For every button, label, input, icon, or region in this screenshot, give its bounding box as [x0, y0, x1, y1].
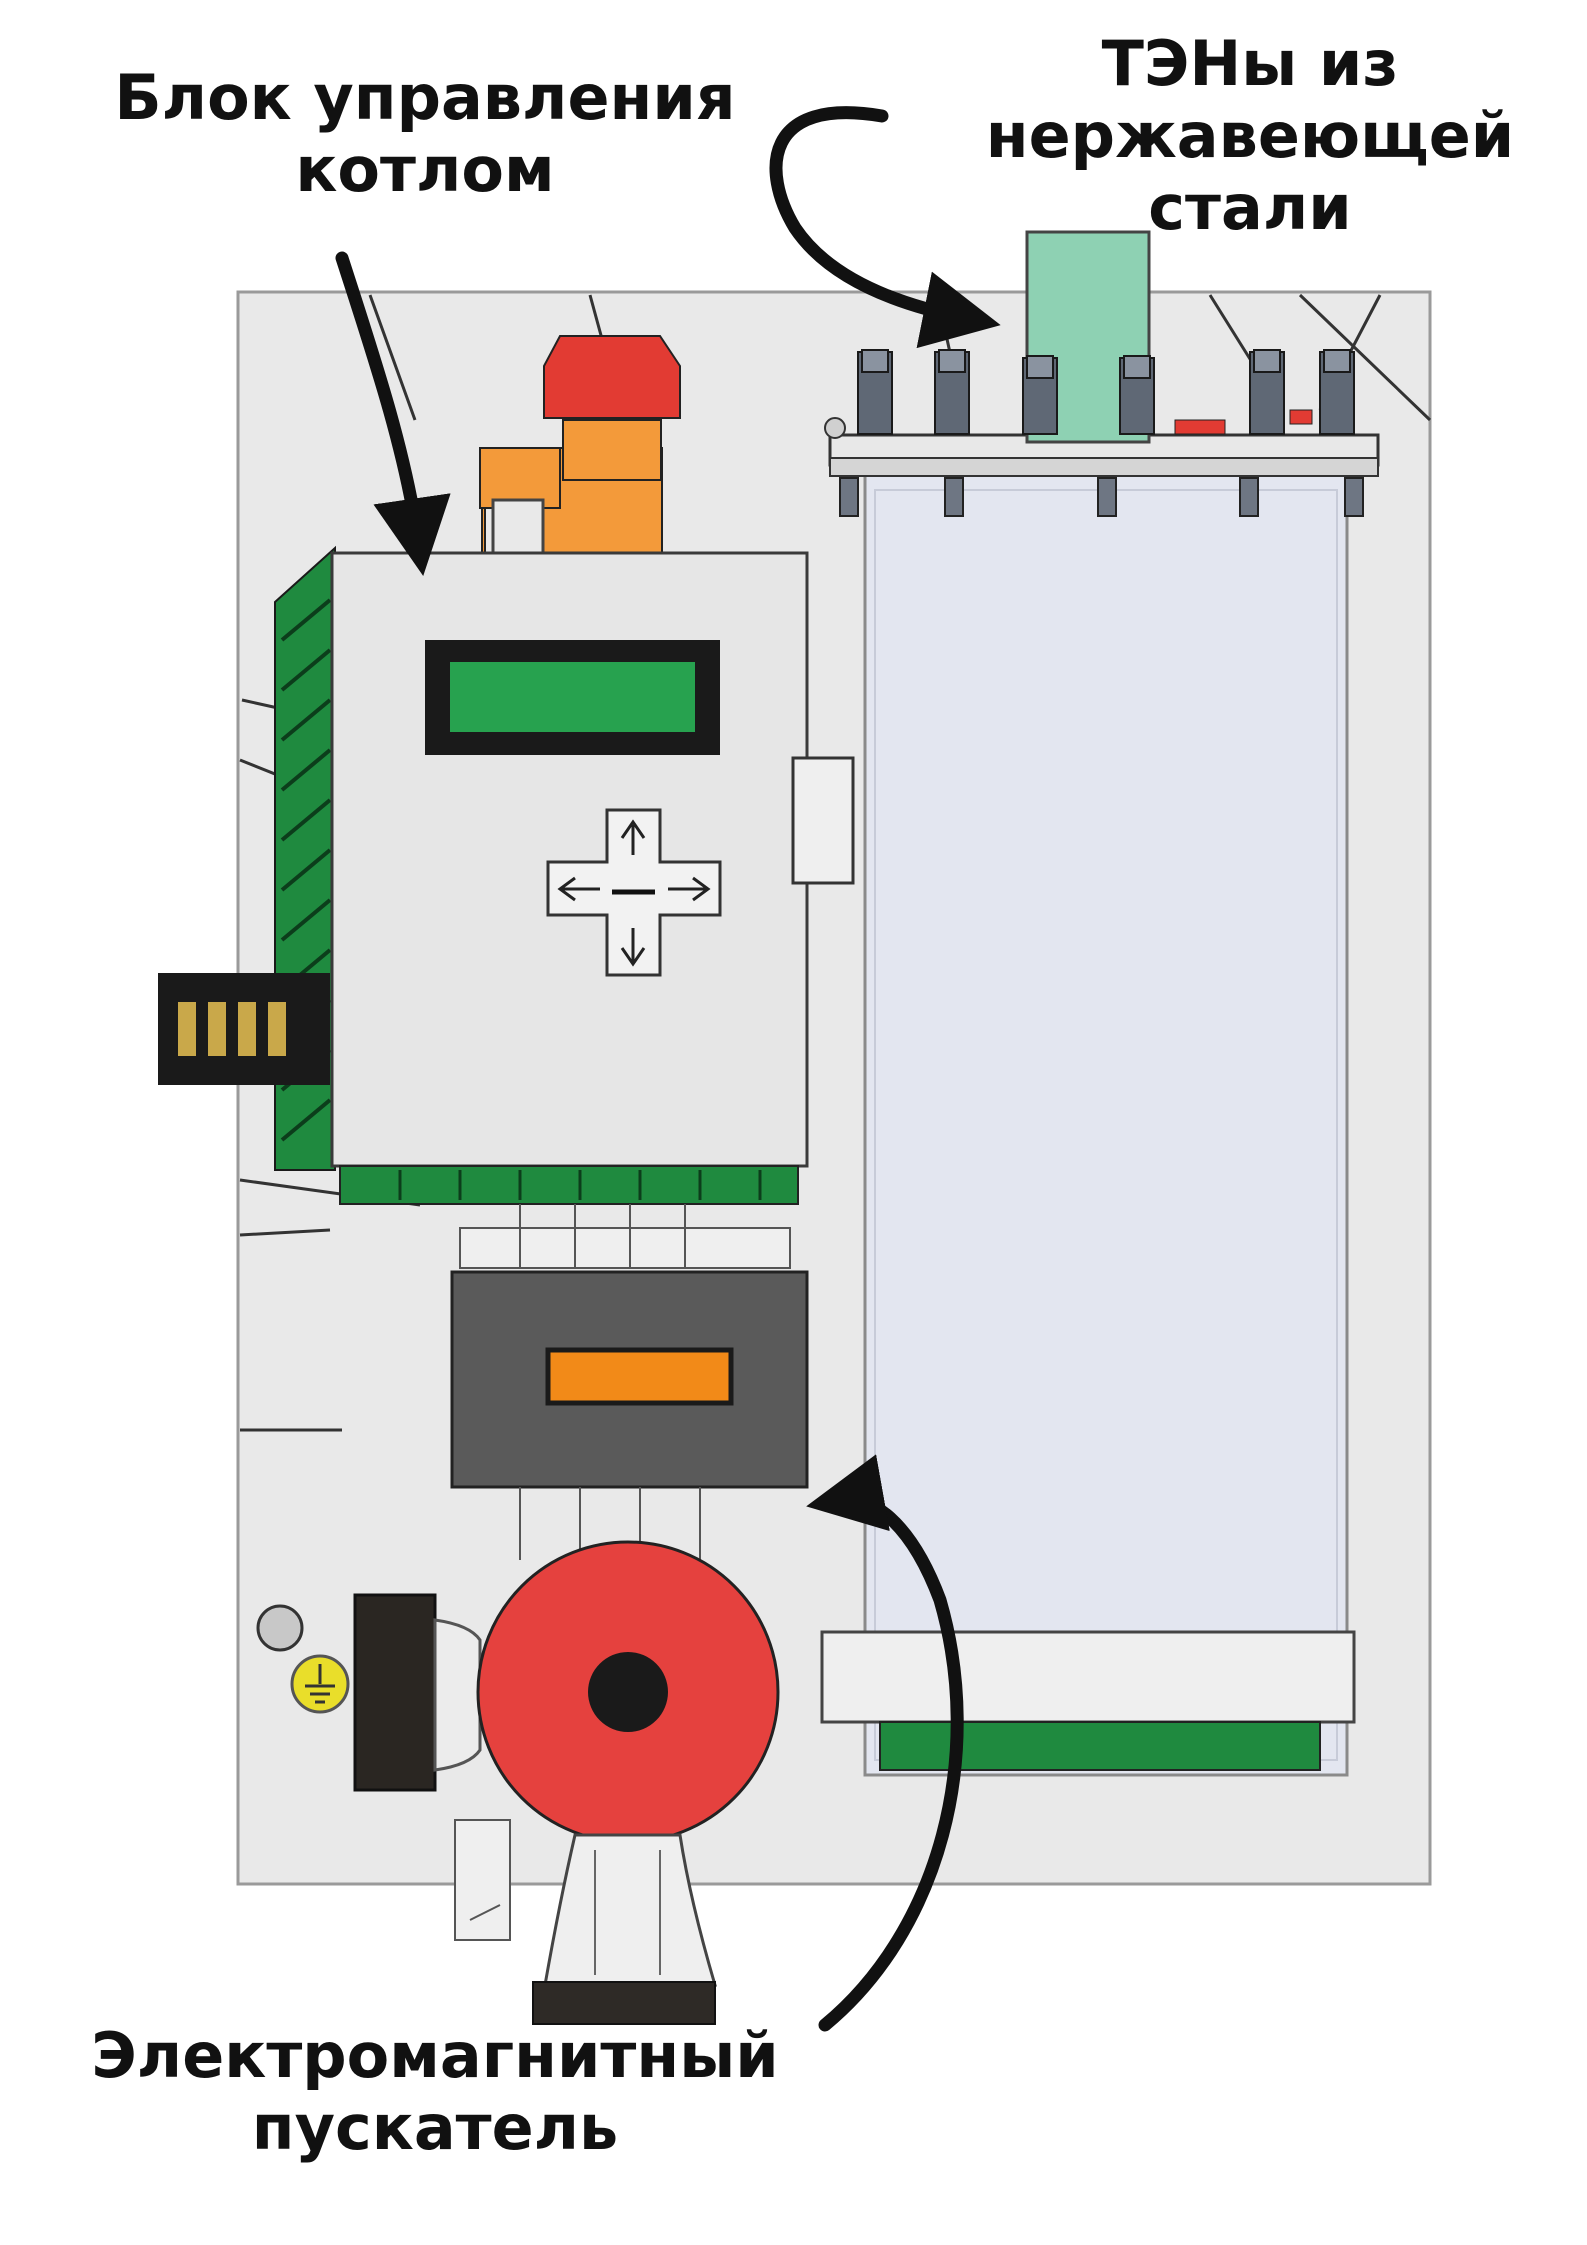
starter-label: Электромагнитный пускатель [10, 2020, 860, 2164]
ground-icon [290, 1654, 350, 1714]
electromagnetic-starter [450, 1270, 809, 1489]
arrow-down-icon [620, 928, 646, 967]
control-unit-label-line2: котлом [295, 133, 555, 206]
arrow-to-control-unit [335, 251, 451, 577]
temperature-limiter [479, 335, 681, 557]
circulation-pump [353, 1540, 780, 2025]
arrow-up-icon [620, 819, 646, 855]
heaters-label-line3: стали [1148, 171, 1352, 244]
heating-elements [857, 230, 1355, 444]
side-connector [158, 973, 330, 1085]
control-unit-label: Блок управления котлом [40, 62, 810, 206]
heating-tank [820, 473, 1356, 1777]
arrow-left-icon [557, 876, 600, 902]
starter-label-line2: пускатель [251, 2091, 619, 2164]
ground-terminal [256, 1604, 350, 1714]
heaters-label-line1: ТЭНы из [1101, 27, 1399, 100]
arrow-right-icon [668, 876, 711, 902]
heater-flange [824, 417, 1380, 517]
control-unit [330, 551, 855, 1205]
arrow-to-heaters [769, 106, 1001, 349]
heaters-label: ТЭНы из нержавеющей стали [930, 28, 1570, 244]
control-unit-label-line1: Блок управления [114, 61, 736, 134]
arrow-to-starter [806, 1454, 964, 2032]
heaters-label-line2: нержавеющей [985, 99, 1515, 172]
callout-arrows [335, 106, 1001, 2032]
starter-label-line1: Электромагнитный [91, 2019, 779, 2092]
